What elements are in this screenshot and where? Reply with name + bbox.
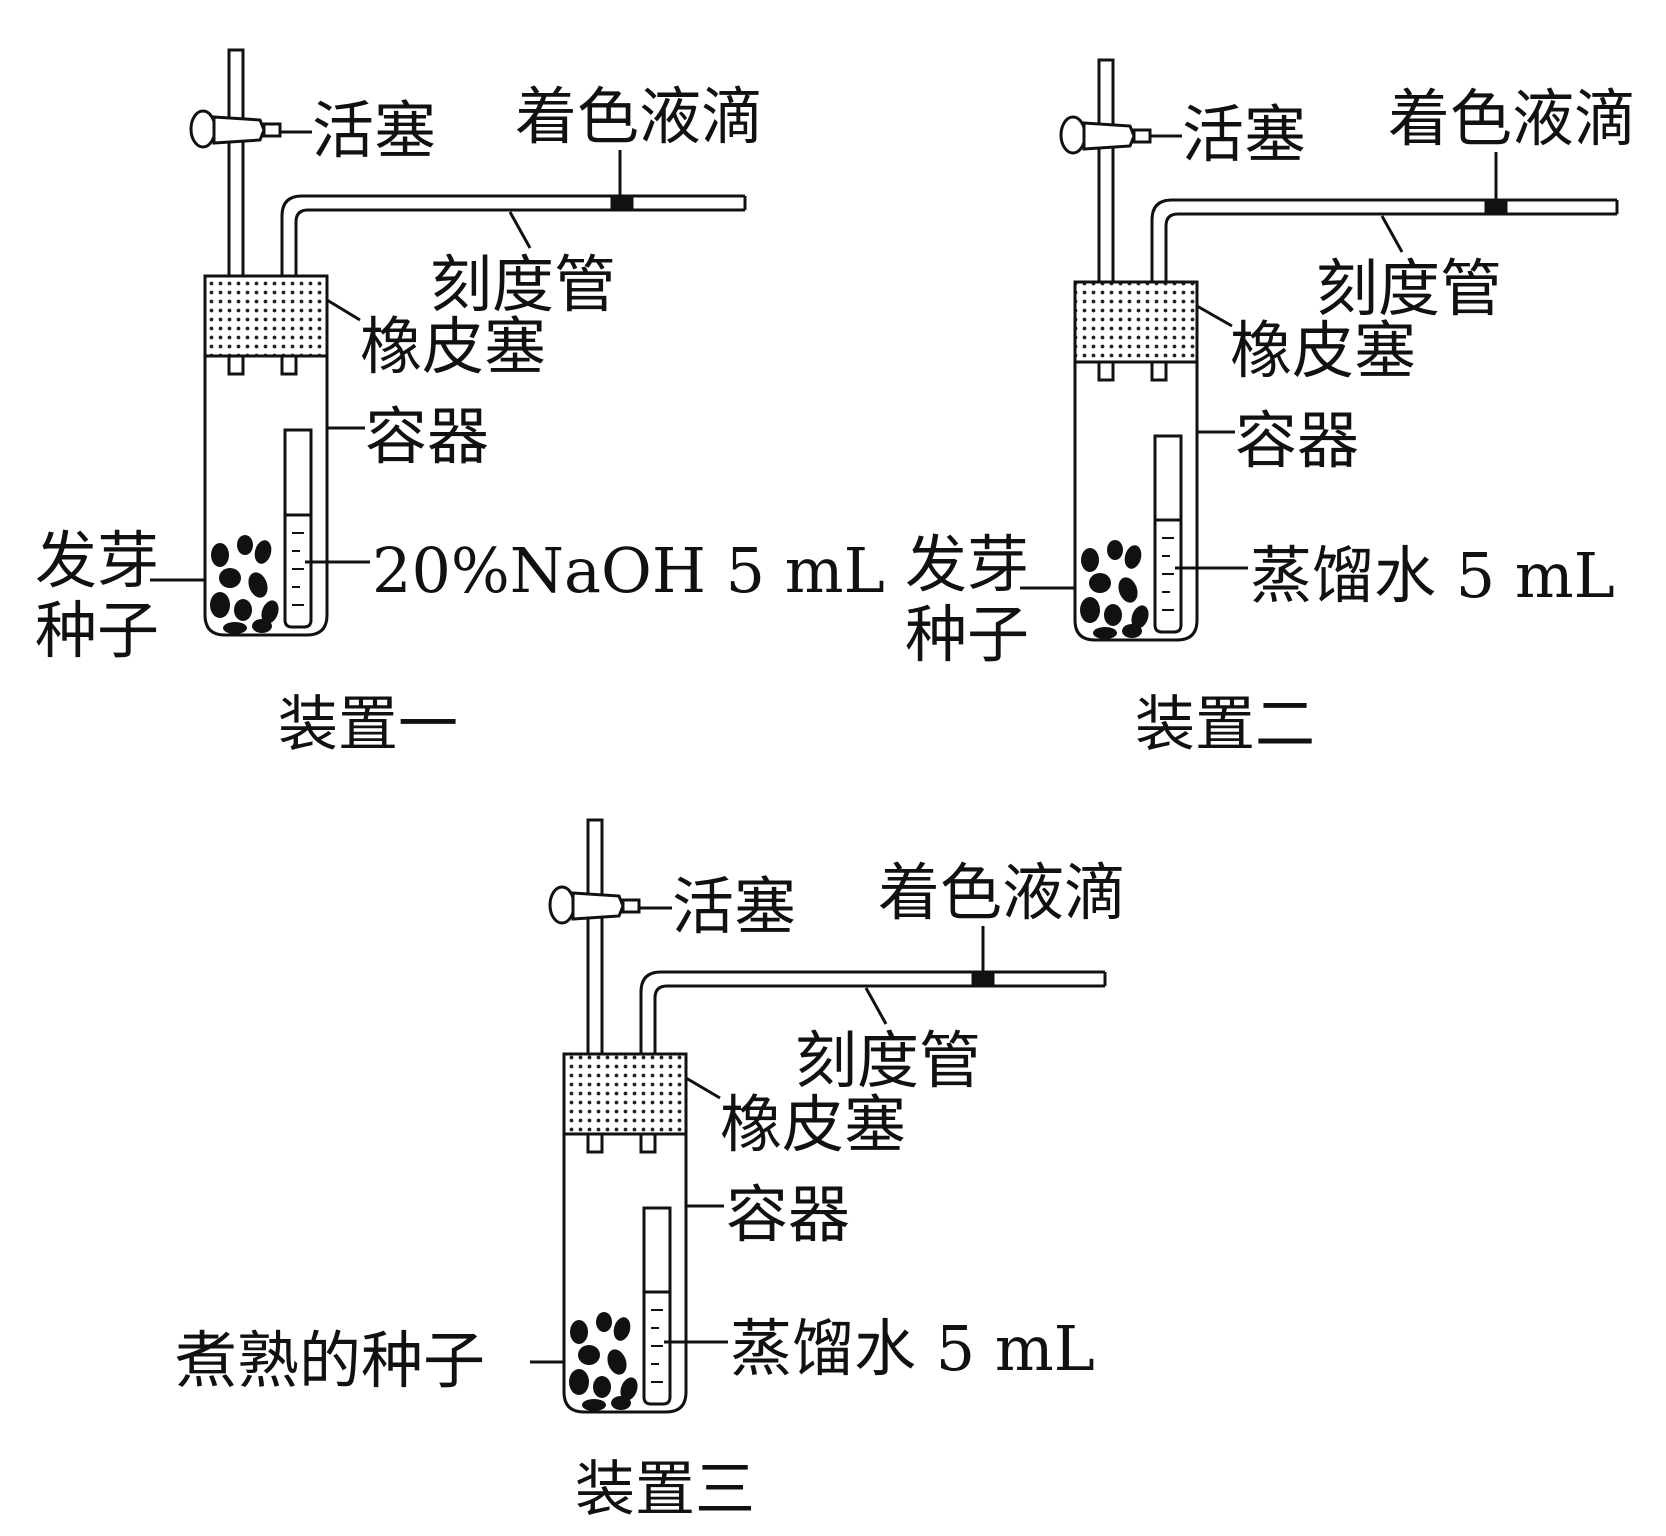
container-label: 容器: [726, 1178, 850, 1251]
apparatus-caption: 装置二: [1135, 690, 1315, 760]
apparatus-caption: 装置三: [575, 1455, 755, 1525]
seeds-label-line1: 发芽: [35, 524, 159, 597]
seeds-label-line1: 发芽: [905, 528, 1029, 601]
apparatus-1-drawing: [203, 48, 747, 637]
container-label: 容器: [1235, 404, 1359, 477]
colored-drop-label: 着色液滴: [1388, 82, 1636, 155]
graduated-tube-label: 刻度管: [1316, 252, 1502, 325]
seeds-label: 煮熟的种子: [175, 1324, 485, 1397]
liquid-label: 20%NaOH 5 mL: [372, 534, 885, 607]
rubber-stopper-label: 橡皮塞: [1230, 314, 1416, 387]
graduated-tube-label: 刻度管: [795, 1024, 981, 1097]
seeds-label-line2: 种子: [905, 598, 1029, 671]
seed-pile: [1080, 540, 1149, 639]
apparatus-1-leaders: [150, 130, 622, 582]
liquid-label: 蒸馏水 5 mL: [730, 1312, 1095, 1385]
container-label: 容器: [365, 400, 489, 473]
apparatus-1: 活塞 着色液滴 刻度管 橡皮塞 容器 发芽 种子 20%NaOH 5 mL 装置…: [35, 48, 885, 760]
seed-pile: [569, 1312, 638, 1411]
rubber-stopper-label: 橡皮塞: [360, 310, 546, 383]
apparatus-3-drawing: [562, 818, 1107, 1414]
seeds-label-line2: 种子: [35, 594, 159, 667]
stopcock-valve: [1059, 115, 1152, 155]
seed-pile: [210, 535, 279, 634]
stopcock-valve: [189, 109, 282, 149]
apparatus-2-leaders: [1020, 134, 1498, 590]
liquid-label: 蒸馏水 5 mL: [1250, 539, 1615, 612]
graduated-tube-label: 刻度管: [430, 248, 616, 321]
apparatus-2: 活塞 着色液滴 刻度管 橡皮塞 容器 发芽 种子 蒸馏水 5 mL 装置二: [905, 58, 1636, 760]
stopcock-label: 活塞: [312, 94, 436, 167]
colored-drop-label: 着色液滴: [515, 80, 763, 153]
apparatus-2-drawing: [1073, 58, 1619, 642]
stopcock-valve: [548, 885, 641, 925]
apparatus-3-leaders: [530, 906, 985, 1364]
rubber-stopper-label: 橡皮塞: [720, 1088, 906, 1161]
colored-drop-label: 着色液滴: [878, 856, 1126, 929]
stopcock-label: 活塞: [672, 870, 796, 943]
stopcock-label: 活塞: [1182, 98, 1306, 171]
apparatus-3: 活塞 着色液滴 刻度管 橡皮塞 容器 煮熟的种子 蒸馏水 5 mL 装置三: [175, 818, 1126, 1525]
apparatus-caption: 装置一: [278, 690, 458, 760]
